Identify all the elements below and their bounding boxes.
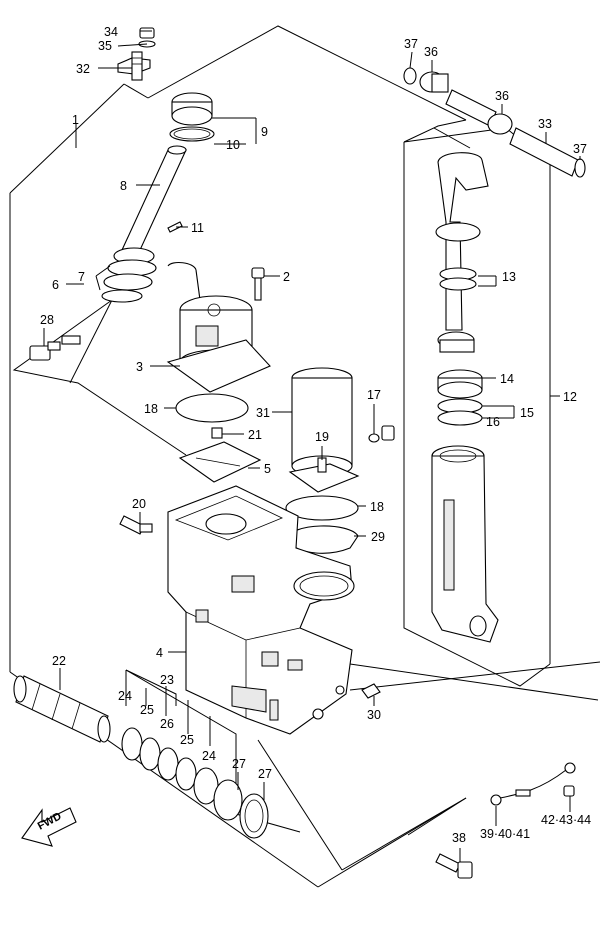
callout-1: 1 [72,113,79,127]
plug-17-icon [368,425,395,443]
plug-20-icon [119,515,153,535]
callout-28: 28 [40,313,54,327]
leader-lines [43,30,581,862]
filter-31-icon [288,367,360,493]
piston-14-icon [437,369,483,399]
cylinder-rod-icon [435,152,489,353]
callout-14: 14 [500,372,514,386]
callout-19: 19 [315,430,329,444]
callout-25-left: 25 [140,703,154,717]
callout-36-lower: 36 [495,89,509,103]
callout-4: 4 [156,646,163,660]
motor-3-icon [166,261,271,393]
callout-26: 26 [160,717,174,731]
callout-21: 21 [248,428,262,442]
callout-42-43-44: 42·43·44 [541,813,591,827]
callout-24-left: 24 [118,689,132,703]
callout-24-right: 24 [202,749,216,763]
callout-11: 11 [191,221,204,235]
reservoir-cap-icon [169,92,215,142]
callout-8: 8 [120,179,127,193]
callout-18-upper: 18 [144,402,158,416]
callout-30: 30 [367,708,381,722]
bolt-2-icon [251,267,265,301]
callout-29: 29 [371,530,385,544]
callout-12: 12 [563,390,577,404]
bolt-32-icon [117,27,156,81]
ground-cable-icon [490,762,576,806]
callout-15: 15 [520,406,534,420]
callout-20: 20 [132,497,146,511]
callout-5: 5 [264,462,271,476]
callout-18-lower: 18 [370,500,384,514]
callout-9: 9 [261,125,268,139]
o-ring-18-icon [175,393,249,423]
callout-39-40-41: 39·40·41 [480,827,530,841]
callout-22: 22 [52,654,66,668]
callout-3: 3 [136,360,143,374]
fwd-arrow-icon: FWD [21,807,77,847]
bolt-30-icon [361,683,381,699]
spool-22-icon [13,675,111,743]
callout-13: 13 [502,270,516,284]
valve-28-icon [29,335,81,361]
callout-17: 17 [367,388,381,402]
callout-25-right: 25 [180,733,194,747]
callout-labels: 1 2 3 4 5 6 7 8 9 10 11 12 13 14 15 16 1… [40,25,591,845]
callout-36-upper: 36 [424,45,438,59]
callout-16: 16 [486,415,500,429]
tube-8-icon [101,145,187,303]
callout-7: 7 [78,270,85,284]
assembly-boundary [9,25,600,888]
callout-35: 35 [98,39,112,53]
callout-38: 38 [452,831,466,845]
plate-5-icon [178,427,262,483]
callout-23: 23 [160,673,174,687]
callout-37-right: 37 [573,142,587,156]
callout-37-upper: 37 [404,37,418,51]
callout-32: 32 [76,62,90,76]
rings-23-27-icon [121,727,269,839]
cylinder-body-icon [431,445,499,643]
pump-body-4-icon [167,485,355,735]
shaft-33-icon [403,67,586,178]
o-ring-18-lower-icon [285,495,359,554]
callout-31: 31 [256,406,270,420]
callout-6: 6 [52,278,59,292]
callout-2: 2 [283,270,290,284]
bolt-38-icon [435,853,473,879]
callout-10: 10 [226,138,240,152]
callout-33: 33 [538,117,552,131]
callout-27-right: 27 [258,767,272,781]
callout-27-left: 27 [232,757,246,771]
seals-15-16-icon [437,398,483,426]
callout-34: 34 [104,25,118,39]
pin-11-icon [167,221,183,233]
